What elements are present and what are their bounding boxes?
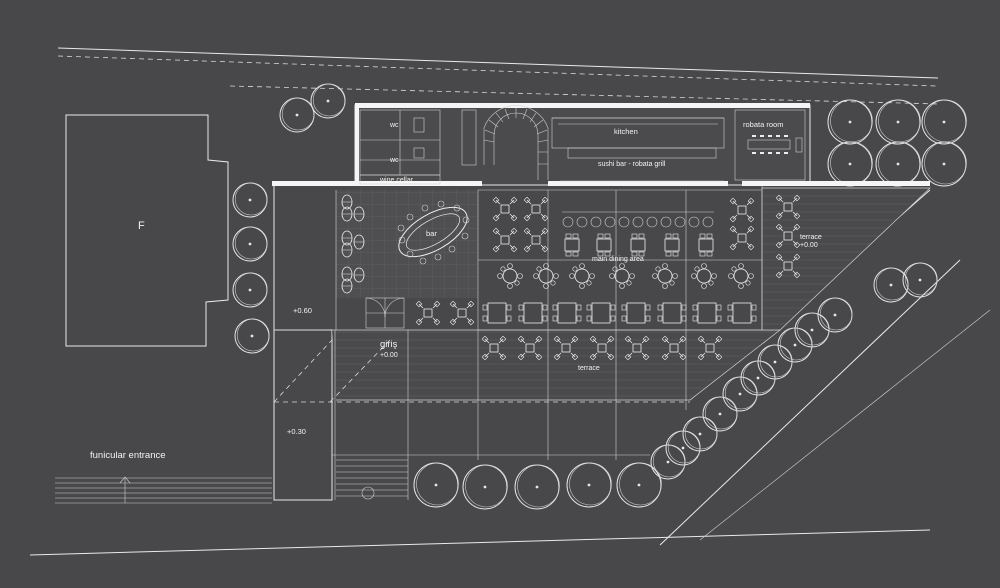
tree-row-left bbox=[232, 83, 346, 354]
funicular-entrance-label: funicular entrance bbox=[90, 450, 166, 461]
sushi-counter-stools bbox=[562, 211, 714, 228]
wc-bottom-label: wc bbox=[389, 157, 399, 164]
south-terrace-label: terrace bbox=[578, 365, 600, 372]
building-f-outline: F bbox=[65, 114, 229, 347]
terrace-zones bbox=[273, 185, 931, 501]
main-dining-label: main dining area bbox=[592, 256, 644, 263]
bar-label: bar bbox=[426, 229, 437, 238]
bar-counter: bar bbox=[397, 200, 470, 265]
tree-row-south bbox=[413, 462, 662, 510]
sushi-bar-label: sushi bar - robata grill bbox=[598, 161, 666, 168]
kitchen-label: kitchen bbox=[614, 127, 638, 136]
funicular-steps bbox=[55, 476, 272, 504]
east-terrace-label: terrace bbox=[800, 234, 822, 241]
wine-cellar-label: wine cellar bbox=[379, 177, 414, 184]
level-030-label: +0.30 bbox=[287, 427, 306, 436]
tree-row-north-east bbox=[827, 99, 967, 187]
main-building: wc wc wine cellar kitchen sushi bar - ro… bbox=[272, 103, 930, 331]
robata-room-label: robata room bbox=[743, 120, 783, 129]
wc-top-label: wc bbox=[389, 122, 399, 129]
level-060-label: +0.60 bbox=[293, 306, 312, 315]
spiral-staircase bbox=[483, 105, 549, 180]
entrance-label: giriş bbox=[380, 339, 398, 350]
main-dining-tables bbox=[482, 196, 757, 324]
building-f-label: F bbox=[138, 220, 145, 232]
robata-room-table bbox=[747, 135, 803, 154]
east-terrace-level: +0.00 bbox=[800, 242, 818, 249]
entrance-level-label: +0.00 bbox=[380, 352, 398, 359]
